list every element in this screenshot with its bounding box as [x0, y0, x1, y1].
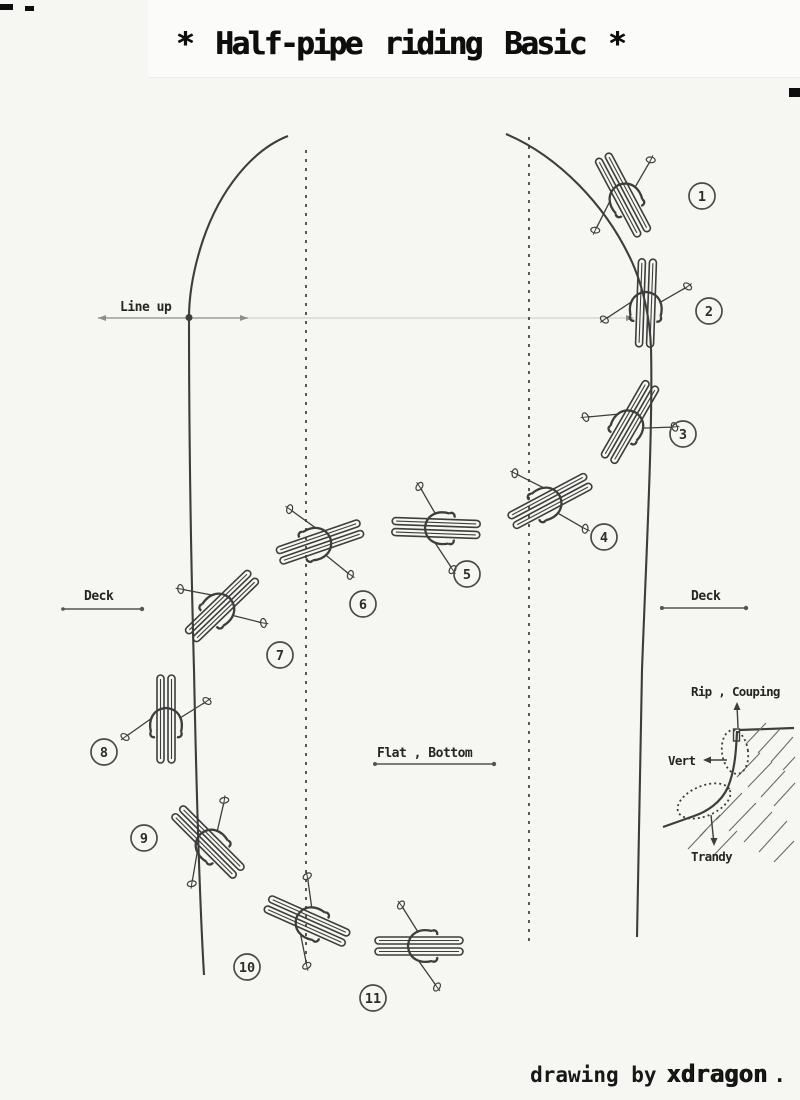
- arrowhead-right: [240, 315, 248, 321]
- skier-figure-1: [560, 133, 686, 257]
- position-circle: [349, 590, 377, 618]
- position-number: 3: [679, 427, 687, 443]
- lip-coping-label: Rip , Couping: [691, 684, 780, 699]
- position-badge-1: 1: [688, 182, 716, 210]
- skier-figure-3: [566, 359, 694, 485]
- position-circle: [453, 560, 481, 588]
- position-number: 9: [140, 831, 148, 847]
- credit-line: drawing by xdragon.: [530, 1060, 786, 1088]
- deck-right: Deck: [660, 589, 749, 611]
- rule-end-dot: [373, 762, 377, 766]
- skier-figure-10: [246, 859, 368, 983]
- vert-arrowhead: [703, 756, 711, 764]
- vert-zone-ellipse: [720, 729, 750, 775]
- right-wall-line: [505, 133, 653, 938]
- hatching: [687, 722, 796, 863]
- position-circle: [233, 953, 261, 981]
- skier-figure-11: [373, 898, 465, 994]
- credit-author: xdragon: [666, 1060, 768, 1088]
- rule-end-dot: [660, 606, 664, 610]
- position-circle: [90, 738, 118, 766]
- position-number: 4: [600, 530, 608, 546]
- rule-end-dot: [139, 606, 145, 612]
- position-circle: [359, 984, 387, 1012]
- position-badge-2: 2: [695, 297, 723, 325]
- position-badge-7: 7: [266, 641, 294, 669]
- transition-label: Trandy: [691, 849, 733, 864]
- credit-suffix: .: [773, 1063, 786, 1087]
- title-band: [148, 0, 800, 78]
- arrowhead-left: [98, 315, 106, 321]
- lip-arrowhead: [733, 702, 741, 710]
- position-circle: [669, 420, 697, 448]
- position-badge-9: 9: [130, 824, 158, 852]
- inset-cross-section: Rip , Couping Vert Trandy: [662, 684, 796, 864]
- vert-label: Vert: [668, 753, 695, 768]
- position-circle: [688, 182, 716, 210]
- position-circle: [130, 824, 158, 852]
- rule-end-dot: [61, 607, 65, 611]
- position-number: 2: [705, 304, 713, 320]
- skier-figure-6: [262, 482, 378, 602]
- position-badge-4: 4: [590, 523, 618, 551]
- position-number: 1: [698, 189, 706, 205]
- rule-end-dot: [743, 605, 749, 611]
- center-dashed-lines: [305, 137, 530, 968]
- position-number: 10: [239, 960, 255, 976]
- position-circle: [266, 641, 294, 669]
- position-circle: [695, 297, 723, 325]
- credit-prefix: drawing by: [530, 1063, 657, 1087]
- scan-artifact: [25, 6, 34, 11]
- position-badge-5: 5: [453, 560, 481, 588]
- deck-edge-line: [738, 726, 795, 732]
- position-number: 7: [276, 648, 284, 664]
- left-wall-line: [187, 135, 289, 976]
- position-number: 5: [463, 567, 471, 583]
- flat-bottom-label: Flat , Bottom: [377, 746, 473, 761]
- skier-figure-7: [157, 540, 287, 672]
- position-badge-10: 10: [233, 953, 261, 981]
- position-number: 11: [365, 991, 381, 1007]
- position-badge-6: 6: [349, 590, 377, 618]
- position-circle: [590, 523, 618, 551]
- position-number: 6: [359, 597, 367, 613]
- position-badge-3: 3: [669, 420, 697, 448]
- rule-end-dot: [491, 761, 497, 767]
- skier-figure-8: [118, 673, 214, 765]
- deck-left: Deck: [61, 589, 145, 612]
- scan-artifact: [789, 88, 800, 97]
- wall-curve: [662, 730, 739, 829]
- transition-arrowhead: [710, 838, 718, 846]
- transition-zone-ellipse: [676, 782, 732, 820]
- page-title: * Half-pipe riding Basic *: [175, 26, 627, 62]
- position-badge-8: 8: [90, 738, 118, 766]
- skier-figure-9: [143, 777, 273, 907]
- deck-right-label: Deck: [691, 589, 721, 604]
- deck-left-label: Deck: [84, 589, 114, 604]
- position-badge-11: 11: [359, 984, 387, 1012]
- flat-bottom: Flat , Bottom: [373, 746, 497, 767]
- riders-layer: 1 2 3 4 5 6 7 8 9 10 11: [90, 133, 723, 1012]
- line-up-line: [98, 314, 634, 321]
- position-number: 8: [100, 745, 108, 761]
- line-up-label: Line up: [120, 300, 172, 315]
- scan-artifact: [0, 4, 13, 10]
